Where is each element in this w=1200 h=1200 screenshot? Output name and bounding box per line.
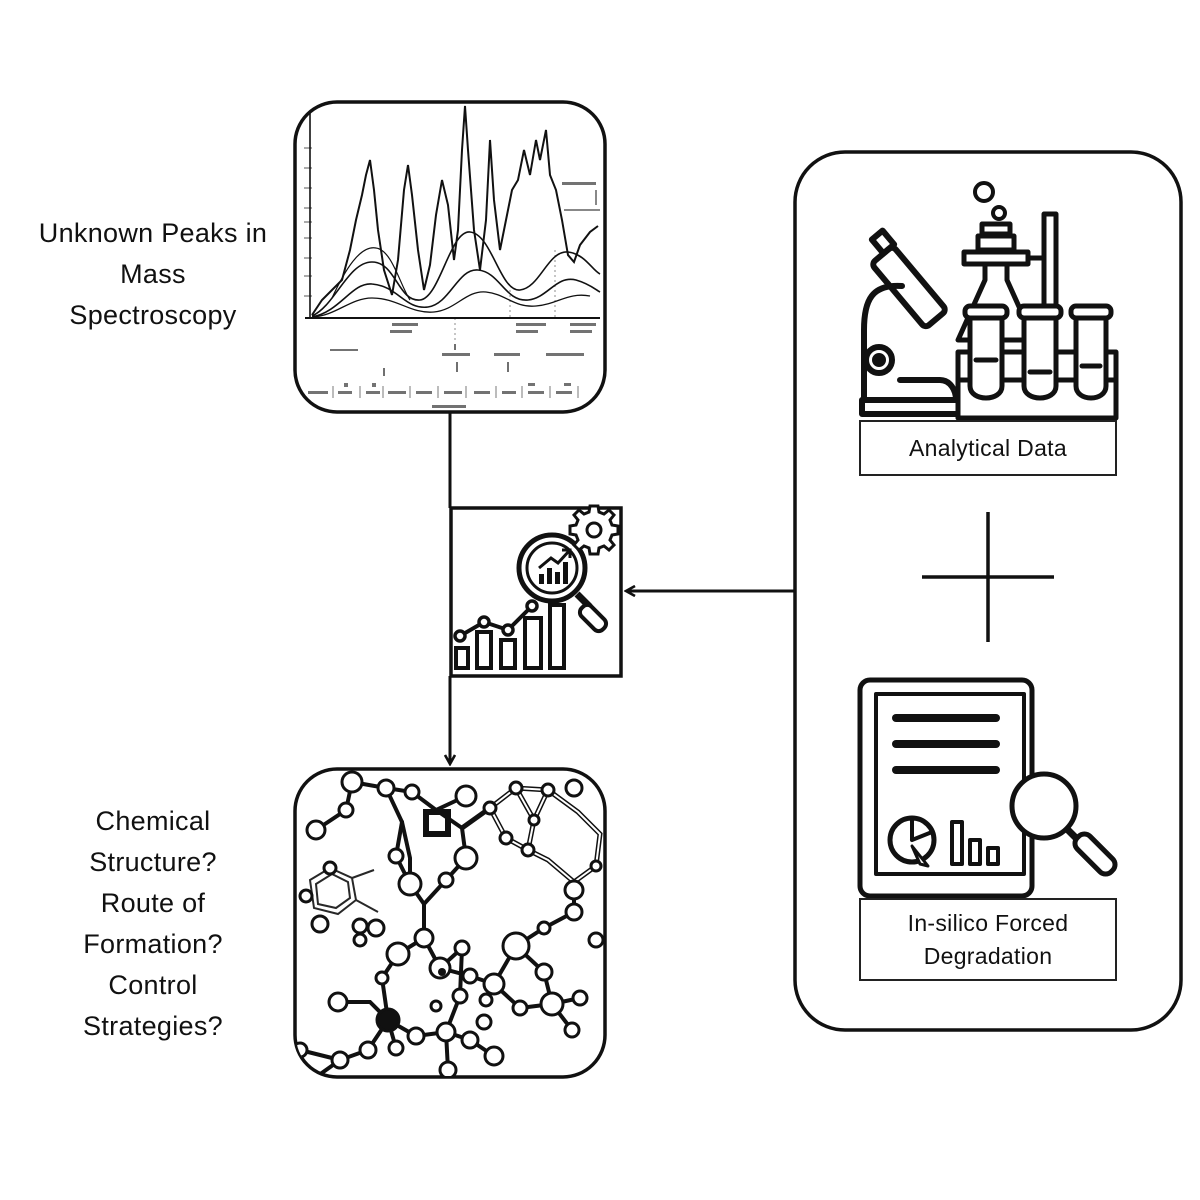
mass-spectrum-chart (293, 100, 607, 414)
structure-caption: Chemical Structure? Route of Formation? … (18, 801, 288, 1047)
structure-caption-line-1: Chemical (95, 806, 211, 836)
structure-caption-line-2: Structure? (89, 847, 217, 877)
analytical-data-label: Analytical Data (859, 420, 1117, 476)
forced-degradation-text-line-1: In-silico Forced (907, 909, 1069, 936)
spectrum-caption-line-3: Spectroscopy (69, 300, 237, 330)
forced-degradation-text-line-2: Degradation (923, 942, 1053, 969)
spectrum-caption-line-1: Unknown Peaks in (38, 218, 268, 248)
data-analysis-magnifier-icon (449, 504, 623, 678)
forced-degradation-label: In-silico Forced Degradation (859, 898, 1117, 981)
structure-caption-line-5: Control (108, 970, 198, 1000)
spectrum-caption: Unknown Peaks in Mass Spectroscopy (18, 213, 288, 336)
laboratory-equipment-icon (859, 181, 1119, 421)
structure-caption-line-6: Strategies? (83, 1011, 223, 1041)
molecular-structure (293, 767, 607, 1079)
report-document-icon (857, 677, 1118, 899)
structure-caption-line-3: Route of (100, 888, 206, 918)
spectrum-caption-line-2: Mass (120, 259, 186, 289)
structure-caption-line-4: Formation? (83, 929, 223, 959)
analytical-data-text: Analytical Data (909, 434, 1067, 461)
plus-icon (922, 512, 1054, 642)
